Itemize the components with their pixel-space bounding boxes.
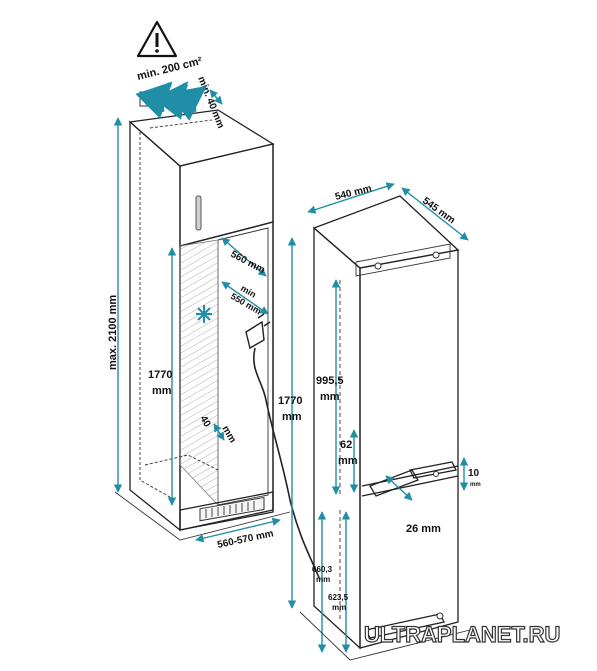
bottom-623-value: 623,5	[328, 593, 349, 602]
watermark: ULTRAPLANET.RU	[364, 622, 560, 647]
vent-grille	[199, 496, 265, 522]
top-door-unit: mm	[320, 391, 340, 403]
fridge-depth-label: 545 mm	[420, 196, 457, 227]
airflow-arrows-icon	[135, 81, 207, 121]
bottom-660-value: 660,3	[312, 565, 333, 574]
power-plug-icon	[245, 313, 321, 581]
cabinet	[114, 109, 291, 541]
warning-icon	[136, 20, 178, 58]
gap-26-label: 26 mm	[406, 523, 441, 535]
niche-height-unit: mm	[152, 385, 172, 397]
bottom-623-unit: mm	[332, 603, 346, 612]
snowflake-icon	[196, 305, 212, 323]
back-gap-value: 40	[197, 414, 212, 430]
back-gap-unit: mm	[219, 424, 237, 445]
bottom-660-unit: mm	[316, 575, 330, 584]
upper-cabinet-door	[179, 143, 274, 247]
fridge-height-value: 1770	[278, 395, 302, 407]
niche-width-label: 560-570 mm	[216, 528, 274, 551]
gap-62-unit: mm	[338, 455, 358, 467]
max-height-label: max. 2100 mm	[107, 295, 119, 370]
niche-height-value: 1770	[148, 369, 172, 381]
niche-depth-label: 560 mm	[229, 249, 267, 276]
cabinet-door-handle	[195, 195, 202, 231]
bracket-10-value: 10	[468, 468, 480, 479]
vent-area-label: min. 200 cm²	[136, 55, 204, 83]
power-socket-icon	[139, 91, 155, 107]
bracket-10-unit: mm	[470, 482, 481, 488]
fridge-width-label: 540 mm	[334, 183, 373, 203]
top-door-value: 995,5	[316, 375, 344, 387]
fridge-height-unit: mm	[282, 411, 302, 423]
gap-62-value: 62	[340, 439, 352, 451]
